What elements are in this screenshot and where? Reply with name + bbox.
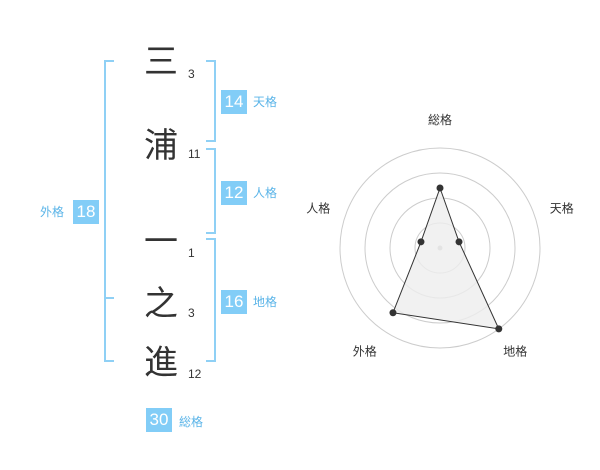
chikaku-label: 地格	[253, 295, 278, 309]
gaikaku-label: 外格	[40, 205, 65, 219]
gaikaku-bracket-tick	[104, 297, 114, 299]
name-char-5: 進	[144, 343, 178, 383]
radar-axis-label-2: 地格	[503, 344, 527, 359]
name-char-3: 一	[144, 222, 178, 262]
radar-point-3	[389, 309, 397, 317]
radar-axis-label-3: 外格	[353, 344, 377, 359]
name-stroke-panel: 三 3 浦 11 一 1 之 3 進 12 外格 18 14 天格 12 人格 …	[40, 42, 278, 432]
tenkaku-label: 天格	[253, 95, 278, 109]
tenkaku-bracket	[206, 60, 216, 142]
stroke-count-1: 3	[188, 67, 195, 81]
stroke-count-5: 12	[188, 367, 202, 381]
name-char-2: 浦	[144, 126, 178, 166]
tenkaku-value: 14	[221, 90, 247, 114]
gaikaku-value: 18	[73, 200, 99, 224]
soukaku-value: 30	[146, 408, 172, 432]
radar-point-4	[417, 238, 425, 246]
radar-area	[392, 186, 500, 330]
radar-axis-label-4: 人格	[306, 200, 330, 215]
chikaku-bracket	[206, 238, 216, 362]
radar-point-2	[495, 325, 503, 333]
name-char-4: 之	[144, 284, 178, 324]
radar-axis-label-0: 総格	[428, 112, 452, 127]
name-char-1: 三	[144, 42, 178, 82]
radar-axis-label-1: 天格	[550, 200, 574, 215]
stroke-count-2: 11	[188, 147, 201, 161]
radar-point-0	[436, 184, 444, 192]
jinkaku-value: 12	[221, 181, 247, 205]
radar-ring-3	[364, 172, 516, 324]
stroke-count-3: 1	[188, 246, 195, 260]
chikaku-value: 16	[221, 290, 247, 314]
stroke-count-4: 3	[188, 306, 195, 320]
jinkaku-bracket	[206, 148, 216, 234]
radar-point-1	[455, 238, 463, 246]
radar-ring-4	[339, 147, 541, 349]
gaikaku-bracket	[104, 60, 114, 362]
jinkaku-label: 人格	[253, 186, 278, 200]
soukaku-label: 総格	[179, 415, 204, 429]
